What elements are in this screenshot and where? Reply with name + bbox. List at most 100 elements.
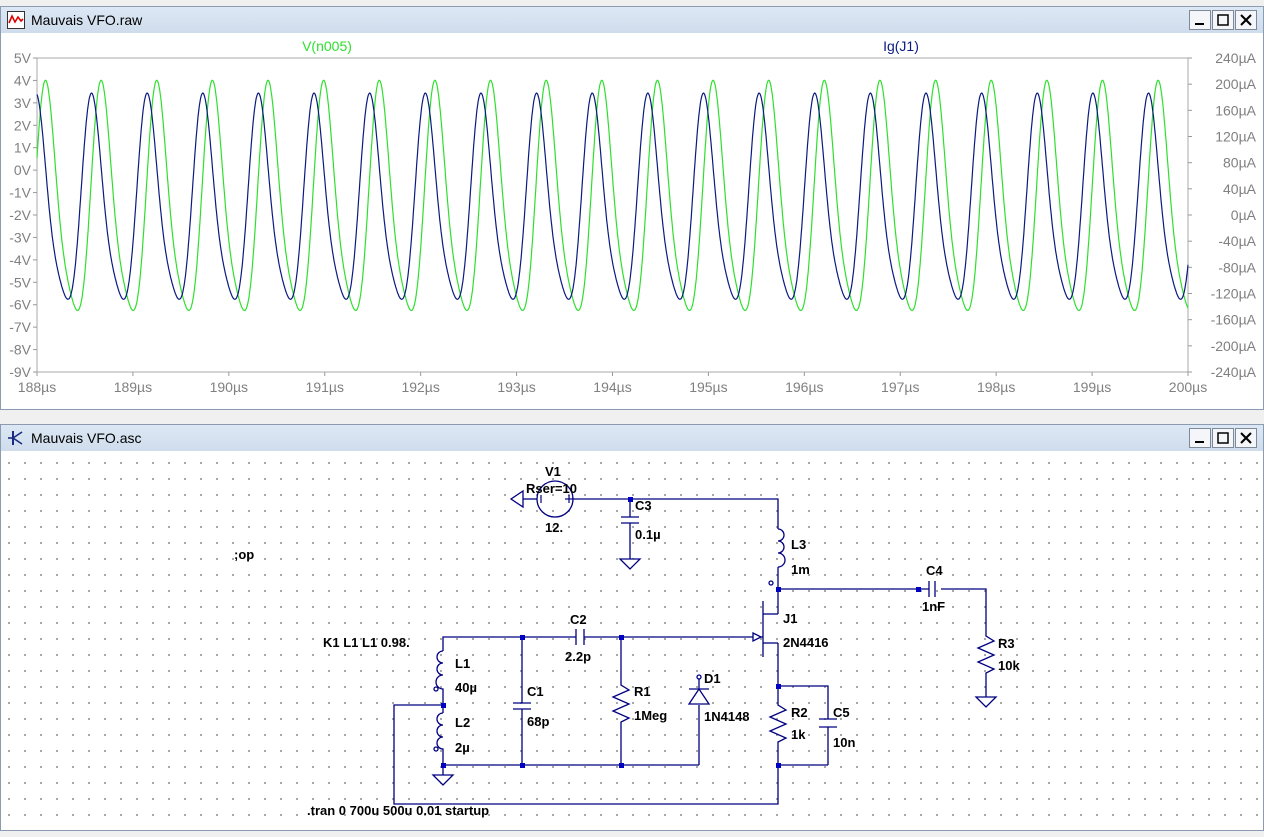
waveform-window-title: Mauvais VFO.raw (31, 12, 143, 28)
left-tick-label: -1V (9, 185, 31, 201)
schematic-minimize-button[interactable] (1189, 428, 1211, 448)
r1-resistor[interactable] (611, 681, 631, 725)
waveform-window[interactable]: Mauvais VFO.raw 5V 4V 3V 2V 1V 0V -1V -2V -3V -4V… (0, 6, 1264, 410)
left-tick-label: 0V (14, 162, 32, 178)
c1-name[interactable]: C1 (527, 684, 544, 699)
j1-name[interactable]: J1 (783, 611, 797, 626)
left-tick-label: -8V (9, 342, 31, 358)
right-tick-label: -120µA (1211, 286, 1257, 302)
right-tick-label: 160µA (1215, 102, 1256, 118)
j1-jfet[interactable] (752, 601, 778, 657)
r2-value[interactable]: 1k (791, 727, 806, 742)
waveform-titlebar[interactable]: Mauvais VFO.raw (1, 7, 1263, 34)
maximize-icon (1217, 14, 1229, 26)
close-icon (1240, 14, 1252, 26)
right-tick-label: -40µA (1218, 233, 1256, 249)
right-tick-label: -200µA (1211, 338, 1257, 354)
x-tick-label: 190µs (210, 379, 248, 395)
tran-directive[interactable]: .tran 0 700u 500u 0.01 startup (307, 803, 489, 818)
maximize-button[interactable] (1212, 10, 1234, 30)
l2-value[interactable]: 2µ (455, 740, 470, 755)
l1-inductor[interactable] (433, 650, 444, 695)
schematic-canvas[interactable]: V1 Rser=10 12. C3 0.1µ L3 1m C4 1nF R3 1… (1, 451, 1263, 830)
l3-value[interactable]: 1m (791, 562, 810, 577)
schematic-titlebar[interactable]: Mauvais VFO.asc (1, 425, 1263, 452)
left-tick-label: -5V (9, 274, 31, 290)
v1-value[interactable]: 12. (545, 520, 563, 535)
r2-name[interactable]: R2 (791, 705, 808, 720)
c2-capacitor[interactable] (575, 629, 585, 645)
c2-value[interactable]: 2.2p (565, 649, 591, 664)
x-tick-label: 200µs (1169, 379, 1207, 395)
x-tick-label: 197µs (881, 379, 919, 395)
x-tick-label: 194µs (593, 379, 631, 395)
v1-rser[interactable]: Rser=10 (526, 481, 577, 496)
r1-name[interactable]: R1 (634, 684, 651, 699)
r3-value[interactable]: 10k (998, 658, 1020, 673)
v1-name[interactable]: V1 (545, 464, 561, 479)
trace-label-vn005[interactable]: V(n005) (302, 38, 352, 54)
right-tick-label: 40µA (1223, 181, 1257, 197)
l3-inductor[interactable] (768, 528, 786, 586)
c4-value[interactable]: 1nF (922, 599, 945, 614)
c5-name[interactable]: C5 (833, 705, 850, 720)
l2-name[interactable]: L2 (455, 715, 470, 730)
left-tick-label: -3V (9, 229, 31, 245)
r1-value[interactable]: 1Meg (634, 708, 667, 723)
close-button[interactable] (1235, 10, 1257, 30)
x-tick-label: 196µs (785, 379, 823, 395)
x-tick-label: 192µs (401, 379, 439, 395)
trace-vn005 (36, 79, 1189, 311)
schematic-drawing[interactable]: V1 Rser=10 12. C3 0.1µ L3 1m C4 1nF R3 1… (1, 451, 1263, 832)
maximize-icon (1217, 432, 1229, 444)
schematic-maximize-button[interactable] (1212, 428, 1234, 448)
right-tick-label: 200µA (1215, 76, 1256, 92)
wires (393, 498, 987, 805)
left-tick-label: 2V (14, 117, 32, 133)
x-tick-label: 188µs (18, 379, 56, 395)
left-tick-label: 4V (14, 72, 32, 88)
left-tick-label: -2V (9, 207, 31, 223)
c1-capacitor[interactable] (513, 702, 531, 710)
x-tick-label: 195µs (689, 379, 727, 395)
c4-capacitor[interactable] (928, 581, 936, 597)
d1-diode[interactable] (687, 674, 711, 705)
left-tick-label: 1V (14, 140, 32, 156)
c3-capacitor[interactable] (618, 516, 642, 570)
c4-name[interactable]: C4 (926, 563, 943, 578)
c3-value[interactable]: 0.1µ (635, 527, 661, 542)
right-tick-label: 80µA (1223, 155, 1257, 171)
schematic-window[interactable]: Mauvais VFO.asc (0, 424, 1264, 831)
right-tick-label: -240µA (1211, 364, 1257, 380)
d1-name[interactable]: D1 (704, 671, 721, 686)
trace-igj1 (36, 92, 1189, 300)
c3-name[interactable]: C3 (635, 498, 652, 513)
r3-name[interactable]: R3 (998, 636, 1015, 651)
op-directive[interactable]: ;op (234, 547, 254, 562)
c5-value[interactable]: 10n (833, 735, 855, 750)
left-tick-label: 3V (14, 95, 32, 111)
trace-label-igj1[interactable]: Ig(J1) (883, 38, 919, 54)
v1-source[interactable] (509, 480, 574, 518)
left-tick-label: 5V (14, 50, 32, 66)
l3-name[interactable]: L3 (791, 537, 806, 552)
c2-name[interactable]: C2 (570, 612, 587, 627)
c5-capacitor[interactable] (819, 718, 837, 728)
j1-value[interactable]: 2N4416 (783, 635, 829, 650)
waveform-plot[interactable]: 5V4V3V2V1V0V-1V-2V-3V-4V-5V-6V-7V-8V-9V … (1, 33, 1263, 409)
schematic-close-button[interactable] (1235, 428, 1257, 448)
x-tick-label: 198µs (977, 379, 1015, 395)
l1-name[interactable]: L1 (455, 656, 470, 671)
minimize-button[interactable] (1189, 10, 1211, 30)
left-tick-label: -6V (9, 297, 31, 313)
right-tick-label: 120µA (1215, 129, 1256, 145)
k1-coupling[interactable]: K1 L1 L1 0.98. (323, 635, 410, 650)
r2-resistor[interactable] (768, 686, 788, 746)
l2-inductor[interactable] (431, 712, 455, 786)
left-tick-label: -4V (9, 252, 31, 268)
c1-value[interactable]: 68p (527, 714, 549, 729)
l1-value[interactable]: 40µ (455, 680, 477, 695)
r3-resistor[interactable] (974, 631, 998, 708)
d1-value[interactable]: 1N4148 (704, 709, 750, 724)
